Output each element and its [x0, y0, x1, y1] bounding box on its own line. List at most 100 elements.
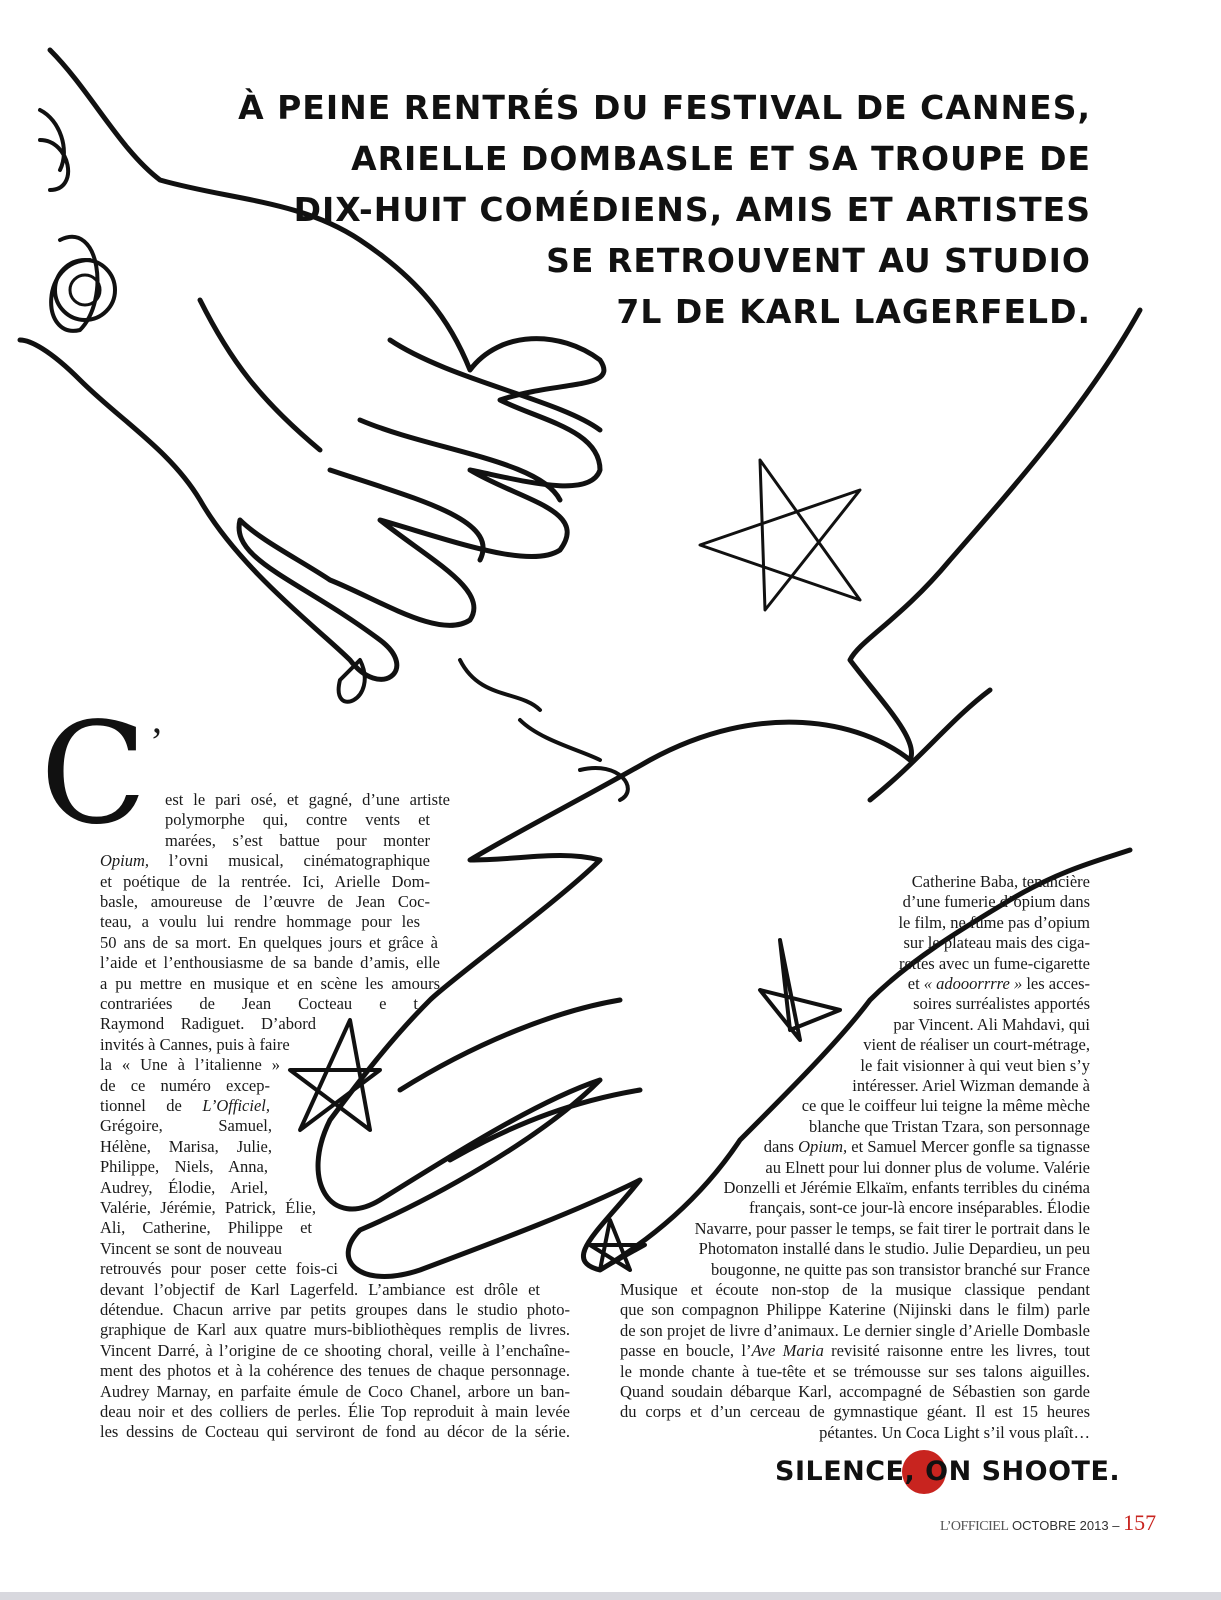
- text-segment: et Samuel Mercer gonfle sa tignasse: [847, 1137, 1090, 1157]
- red-circle-mark: [902, 1450, 946, 1494]
- article-line: passe en boucle, l’Ave Maria revisité ra…: [620, 1341, 1090, 1361]
- headline-line: 7L DE KARL LAGERFELD.: [616, 292, 1091, 331]
- article-line: bougonne, ne quitte pas son transistor b…: [711, 1259, 1090, 1279]
- article-line: ce que le coiffeur lui teigne la même mè…: [801, 1096, 1090, 1116]
- issue-date: OCTOBRE 2013 –: [1012, 1518, 1120, 1533]
- article-line: Vincent Darré, à l’origine de ce shootin…: [100, 1340, 570, 1360]
- article-line: de ce numéro excep-: [100, 1075, 270, 1095]
- article-line: Photomaton installé dans le studio. Juli…: [698, 1239, 1090, 1259]
- drop-cap: C: [40, 693, 148, 856]
- headline-line: SE RETROUVENT AU STUDIO: [546, 241, 1091, 280]
- text-segment: les acces-: [1022, 974, 1090, 993]
- article-line: Catherine Baba, tenancière: [911, 872, 1090, 891]
- article-line: Audrey, Élodie, Ariel,: [100, 1177, 268, 1197]
- article-line: Audrey Marnay, en parfaite émule de Coco…: [100, 1381, 570, 1401]
- article-line: le monde chante à tue-tête et se trémous…: [620, 1361, 1090, 1381]
- text-segment: passe en boucle, l’: [620, 1341, 752, 1361]
- article-line: Vincent se sont de nouveau: [100, 1238, 282, 1258]
- article-line: sur le plateau mais des ciga-: [903, 933, 1090, 953]
- article-line: devant l’objectif de Karl Lagerfeld. L’a…: [100, 1279, 540, 1299]
- article-line: contrariées de Jean Cocteau e t: [100, 994, 418, 1013]
- headline-line: ARIELLE DOMBASLE ET SA TROUPE DE: [351, 139, 1091, 178]
- article-line: rettes avec un fume-cigarette: [898, 953, 1090, 973]
- article-line: Navarre, pour passer le temps, se fait t…: [694, 1218, 1090, 1238]
- article-line: retrouvés pour poser cette fois-ci: [100, 1259, 338, 1279]
- italic-text: Opium,: [100, 851, 150, 871]
- star-small-icon: [758, 938, 842, 1042]
- closing-tagline: SILENCE, ON SHOOTE.: [775, 1456, 1121, 1487]
- article-line: vient de réaliser un court-métrage,: [863, 1035, 1090, 1055]
- article-line: Opium, l’ovni musical, cinématographique: [100, 851, 430, 871]
- article-line: les dessins de Cocteau qui serviront de …: [100, 1422, 570, 1442]
- page-footer: L’OFFICIEL OCTOBRE 2013 – 157: [940, 1510, 1156, 1536]
- drop-cap-apostrophe: ’: [150, 719, 164, 764]
- lower-hand-fingers: [397, 687, 993, 1163]
- article-line: blanche que Tristan Tzara, son personnag…: [808, 1116, 1090, 1136]
- text-segment: revisité raisonne entre les livres, tout: [823, 1341, 1090, 1361]
- article-line: le film, ne fume pas d’opium: [898, 912, 1090, 932]
- article-line: la « Une à l’italienne »: [100, 1055, 280, 1075]
- headline-line: À PEINE RENTRÉS DU FESTIVAL DE CANNES,: [238, 88, 1091, 127]
- article-line: Donzelli et Jérémie Elkaïm, enfants terr…: [723, 1178, 1090, 1197]
- page-number: 157: [1123, 1510, 1157, 1535]
- article-line: Raymond Radiguet. D’abord: [100, 1014, 316, 1034]
- article-line: graphique de Karl aux quatre murs-biblio…: [100, 1320, 570, 1340]
- italic-text: Ave Maria: [751, 1341, 824, 1361]
- upper-hand-fingers: [197, 297, 603, 563]
- article-line: ment des photos et à la cohérence des te…: [100, 1361, 570, 1381]
- spiral-ring: [53, 258, 117, 322]
- article-line: Philippe, Niels, Anna,: [100, 1157, 268, 1177]
- page-edge: [0, 1592, 1221, 1600]
- article-line: du corps et d’un cerceau de gymnastique …: [620, 1402, 1090, 1422]
- signature-scribble: [38, 108, 100, 333]
- article-line: dans Opium, et Samuel Mercer gonfle sa t…: [764, 1137, 1090, 1157]
- article-line: est le pari osé, et gagné, d’une artiste: [165, 790, 450, 809]
- article-line: Hélène, Marisa, Julie,: [100, 1136, 272, 1156]
- magazine-logo: L’OFFICIEL: [940, 1519, 1009, 1534]
- article-line: détendue. Chacun arrive par petits group…: [100, 1300, 570, 1319]
- article-line: le fait visionner à qui veut bien s’y: [860, 1055, 1090, 1075]
- article-line: de son projet de livre d’animaux. Le der…: [620, 1320, 1090, 1340]
- article-line: invités à Cannes, puis à faire: [100, 1034, 290, 1054]
- article-line: 50 ans de sa mort. En quelques jours et …: [100, 932, 438, 952]
- italic-text: « adooorrrre »: [923, 974, 1023, 993]
- article-line: pétantes. Un Coca Light s’il vous plaît…: [819, 1422, 1090, 1442]
- article-line: français, sont-ce jour-là encore insépar…: [749, 1198, 1090, 1218]
- article-line: et poétique de la rentrée. Ici, Arielle …: [100, 871, 430, 891]
- article-line: au Elnett pour lui donner plus de volume…: [765, 1157, 1090, 1177]
- lower-hand-outline: [315, 307, 1143, 1279]
- article-line: et « adooorrrre » les acces-: [908, 974, 1090, 994]
- article-line: teau, a voulu lui rendre hommage pour le…: [100, 912, 420, 932]
- article-line: Quand soudain débarque Karl, accompagné …: [620, 1382, 1090, 1401]
- star-bottom-icon: [588, 1218, 647, 1272]
- article-line: polymorphe qui, contre vents et: [165, 810, 430, 830]
- spiral-ring-inner: [68, 273, 102, 307]
- headline: À PEINE RENTRÉS DU FESTIVAL DE CANNES, A…: [238, 82, 1091, 337]
- chance-script: [336, 658, 630, 802]
- article-line: Ali, Catherine, Philippe et: [100, 1218, 312, 1238]
- headline-line: DIX-HUIT COMÉDIENS, AMIS ET ARTISTES: [293, 190, 1091, 229]
- upper-hand-outline: [17, 47, 607, 682]
- article-line: Musique et écoute non-stop de la musique…: [620, 1280, 1090, 1299]
- star-left-icon: [288, 1018, 382, 1132]
- article-line: Valérie, Jérémie, Patrick, Élie,: [100, 1198, 316, 1217]
- star-right-icon: [698, 458, 862, 612]
- article-line: l’aide et l’enthousiasme de sa bande d’a…: [100, 953, 440, 973]
- article-line: Grégoire, Samuel,: [100, 1116, 272, 1136]
- article-line: soires surréalistes apportés: [913, 994, 1090, 1014]
- article-line: que son compagnon Philippe Katerine (Nij…: [620, 1300, 1090, 1320]
- text-segment: dans: [763, 1137, 799, 1157]
- article-line: par Vincent. Ali Mahdavi, qui: [893, 1014, 1090, 1034]
- article-line: tionnel de L’Officiel,: [100, 1096, 270, 1116]
- article-line: d’une fumerie d’opium dans: [902, 892, 1090, 912]
- italic-text: L’Officiel,: [202, 1096, 270, 1115]
- text-segment: et: [907, 974, 924, 993]
- text-segment: l’ovni musical, cinématographique: [149, 851, 430, 871]
- article-line: a pu mettre en musique et en scène les a…: [100, 973, 440, 993]
- text-segment: tionnel de: [100, 1096, 203, 1115]
- article-line: marées, s’est battue pour monter: [165, 830, 430, 850]
- article-line: basle, amoureuse de l’œuvre de Jean Coc-: [100, 892, 430, 911]
- article-line: deau noir et des colliers de perles. Éli…: [100, 1402, 570, 1421]
- article-line: intéresser. Ariel Wizman demande à: [852, 1076, 1090, 1095]
